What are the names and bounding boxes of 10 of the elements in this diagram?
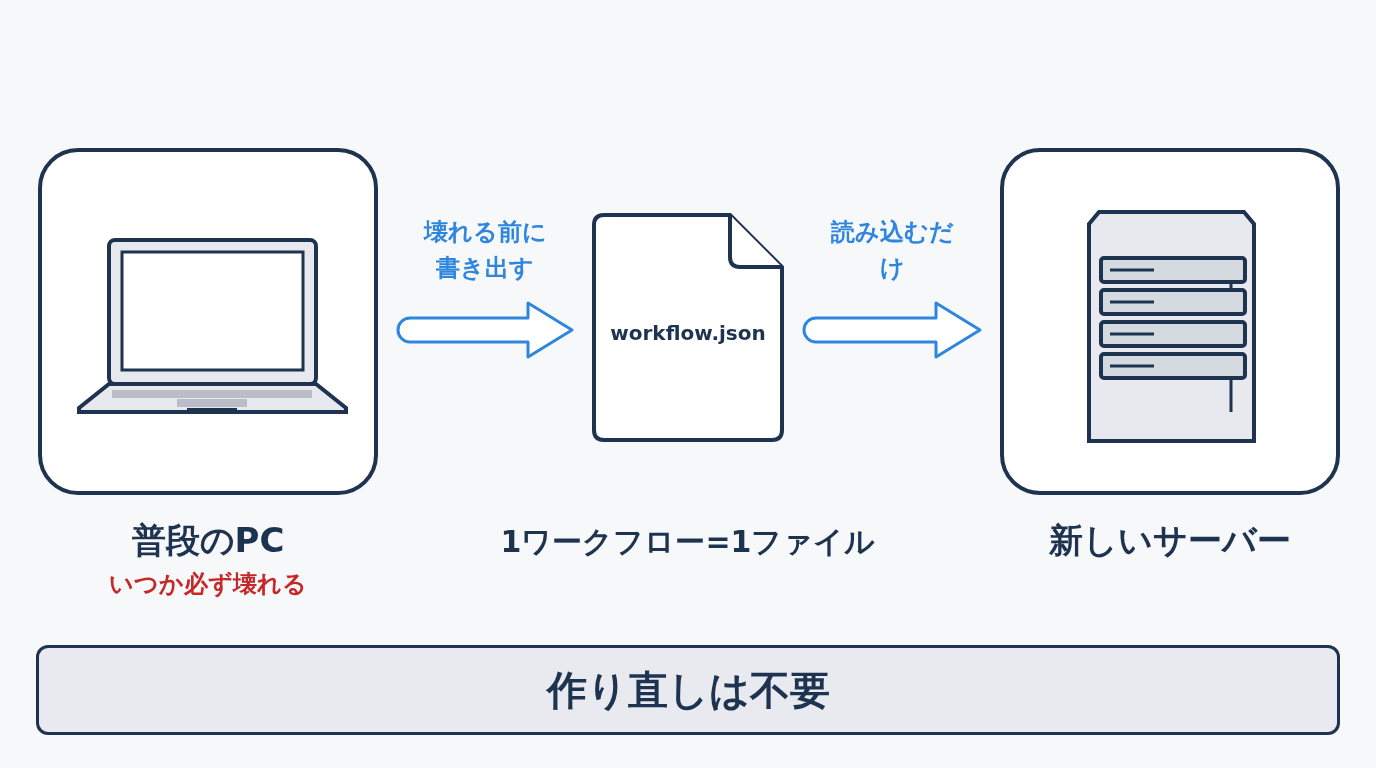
node-label: 新しいサーバー [1048,519,1292,562]
warning-note: いつか必ず壊れる [108,569,308,600]
file-name: workflow.json [609,321,767,345]
arrow [802,301,982,359]
edge-label: 壊れる前に書き出す [422,217,548,284]
arrow [396,301,574,359]
edge-label: 読み込むだけ [829,217,955,284]
banner-box: 作り直しは不要 [36,645,1340,735]
node-label: 1ワークフロー=1ファイル [499,523,877,561]
node-label: 普段のPC [130,519,286,562]
